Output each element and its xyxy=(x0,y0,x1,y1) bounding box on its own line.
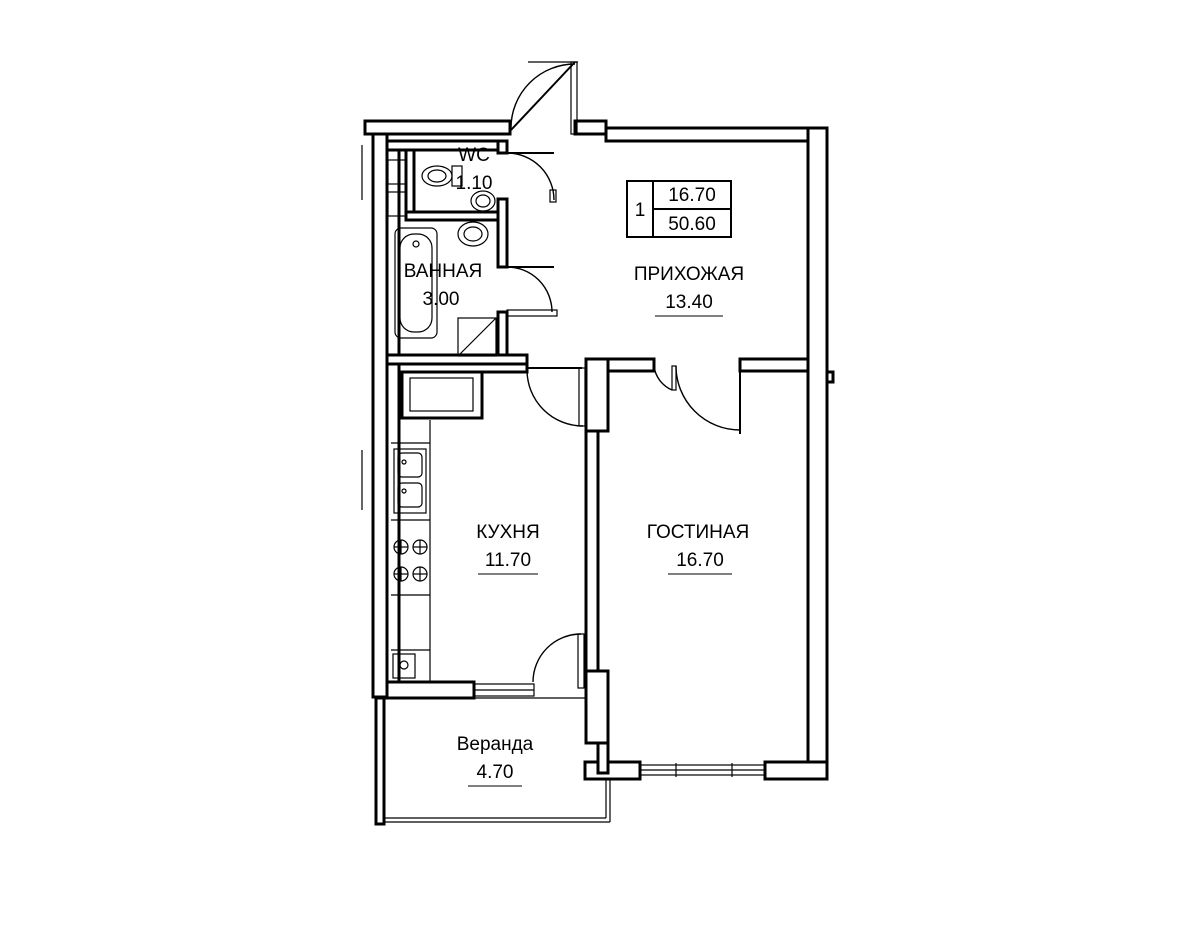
bath-sink-fixture xyxy=(457,221,489,247)
wc-door xyxy=(506,152,557,203)
room-veranda-name: Веранда xyxy=(457,734,534,755)
room-living-label: ГОСТИНАЯ 16.70 xyxy=(647,522,749,575)
veranda-door xyxy=(532,633,585,689)
room-living-area: 16.70 xyxy=(676,550,724,571)
room-wc-name: WC xyxy=(458,145,490,166)
kitchen-small-sink xyxy=(392,653,416,679)
room-hall-label: ПРИХОЖАЯ 13.40 xyxy=(634,264,744,317)
wc-bath-walls xyxy=(385,139,529,366)
room-wc-area: 1.10 xyxy=(456,173,493,194)
stove-fixture xyxy=(393,539,428,582)
room-kitchen-label: КУХНЯ 11.70 xyxy=(476,522,540,575)
bath-door xyxy=(506,266,558,317)
room-hall-area: 13.40 xyxy=(665,292,713,313)
room-kitchen-area: 11.70 xyxy=(485,550,531,571)
rooms-count: 1 xyxy=(635,200,646,221)
kitchen-door xyxy=(526,367,586,427)
bathtub-fixture xyxy=(394,227,438,339)
entrance-door xyxy=(510,61,578,135)
wc-sink-fixture xyxy=(470,190,496,212)
room-bath-name: ВАННАЯ xyxy=(404,261,483,282)
room-hall-name: ПРИХОЖАЯ xyxy=(634,264,744,285)
room-living-name: ГОСТИНАЯ xyxy=(647,522,749,543)
total-area-value: 50.60 xyxy=(668,214,716,235)
room-bath-area: 3.00 xyxy=(423,289,460,310)
partition-walls xyxy=(385,357,810,775)
living-area-value: 16.70 xyxy=(668,185,716,206)
living-double-door xyxy=(653,365,741,434)
room-veranda-area: 4.70 xyxy=(477,762,514,783)
windows xyxy=(361,145,766,777)
room-veranda-label: Веранда 4.70 xyxy=(457,734,534,787)
room-kitchen-name: КУХНЯ xyxy=(476,522,539,543)
room-wc-label: WC 1.10 xyxy=(456,145,493,194)
shower-tray xyxy=(457,317,497,357)
toilet-fixture xyxy=(421,165,463,187)
kitchen-sink-fixture xyxy=(393,448,427,514)
veranda-outline xyxy=(374,696,611,826)
area-summary-table: 1 16.70 50.60 xyxy=(626,180,732,238)
room-bath-label: ВАННАЯ 3.00 xyxy=(404,261,483,310)
